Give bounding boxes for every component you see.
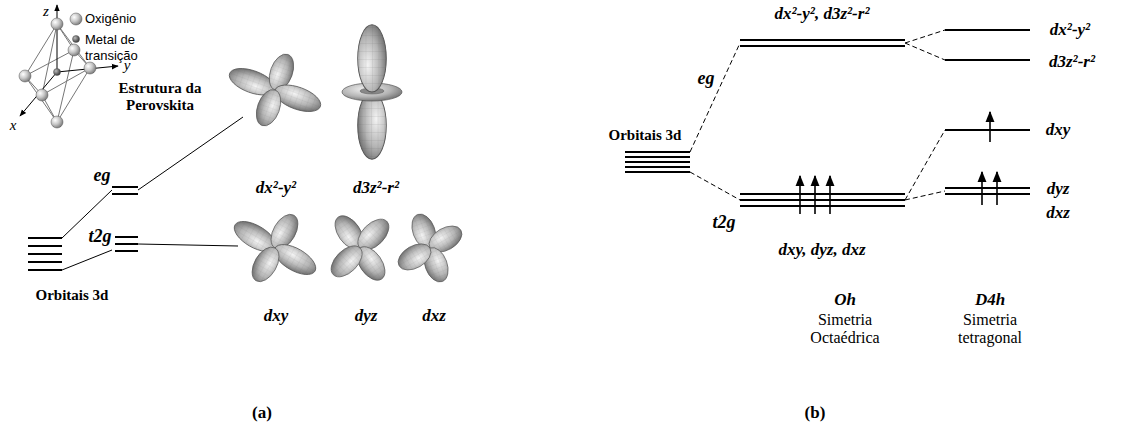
3d-levels [28,238,62,270]
splitting-lines-a [62,117,243,270]
eg-levels [112,187,138,194]
orbital-label: dxz [1046,203,1070,223]
oxygen-atom [68,44,80,56]
level-label: t2g [712,212,735,233]
orbital-dxz [394,211,467,286]
orbital-label: dyz [355,306,378,326]
split-line [62,250,112,270]
symmetry-label: Simetria tetragonal [945,311,1035,348]
spin-up [799,176,801,214]
spin-up [996,172,998,205]
level-label: eg [94,165,111,186]
level-label: Orbitais 3d [36,287,109,304]
spin-up [829,176,831,214]
oxygen-atoms [19,18,96,128]
d4h-levels [945,30,1030,194]
orbital-link [138,117,243,190]
level-label: eg [698,68,715,89]
dashed-links [690,30,945,200]
dashed-link [690,43,740,152]
orbital-label: dxy [1046,120,1071,140]
symmetry-label: Simetria Octaédrica [800,311,890,348]
dashed-link [905,130,945,200]
axis-label: z [43,3,49,20]
oxygen-atom [19,70,31,82]
oxygen-atom [84,62,96,74]
level-label: t2g [88,226,111,247]
legend-samples [70,13,82,43]
orbital-label: dxz [422,306,446,326]
structure-title: Estrutura da Perovskita [110,80,210,115]
symmetry-label: Oh [834,290,856,310]
t2g-levels [115,237,138,251]
levels-a [28,187,138,270]
spin-up [989,112,991,142]
orbital-dxy [229,210,320,286]
panel-label: (a) [252,403,272,423]
orbital-link [138,244,238,246]
metal-atom [54,69,61,76]
levels-b [625,30,1030,206]
orbital-label: dxy, dyz, dxz [778,240,865,260]
oxygen-atom [36,89,48,101]
panel-label: (b) [805,403,826,423]
dashed-link [905,30,945,43]
oxygen-atom [51,116,63,128]
3d-levels [625,152,690,172]
orbital-label: dyz [1047,179,1070,199]
eg-levels [740,40,905,46]
orbital-d3z2-r2 [342,25,402,159]
legend-text: Metal de transição [85,32,155,63]
orbital-label: dx²-y², d3z²-r² [775,4,870,24]
orbital-label: d3z²-r² [1049,52,1095,72]
axis-label: x [10,117,17,134]
dashed-link [905,191,945,200]
oxygen-atom [51,18,63,30]
spin-arrows [800,112,997,214]
orbital-label: d3z²-r² [353,178,399,198]
orbital-label: dxy [264,306,289,326]
oxygen-sample [70,13,82,25]
orbital-label: dx²-y² [1050,20,1090,40]
dashed-link [905,43,945,60]
orbital-label: dx²-y² [256,178,296,198]
t2g-levels [740,194,905,206]
z-axis [57,5,58,72]
level-label: Orbitais 3d [609,127,682,144]
legend-text: Oxigênio [85,11,136,27]
spin-up [981,172,983,205]
dashed-link [690,172,740,200]
orbital-dyz [325,211,394,286]
metal-sample [73,36,80,43]
symmetry-label: D4h [975,290,1005,310]
spin-up [814,176,816,214]
orbital-dx2-y2 [226,51,324,130]
